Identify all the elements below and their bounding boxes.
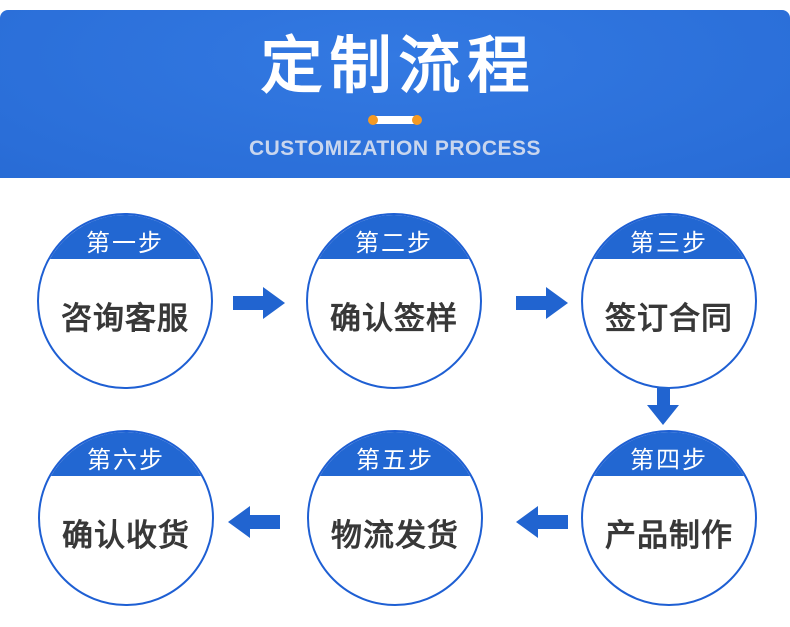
- step-6-badge: 第六步: [40, 432, 212, 476]
- step-4-circle: 第四步 产品制作: [581, 430, 757, 606]
- step-2-title: 确认签样: [330, 301, 458, 336]
- step-6-circle: 第六步 确认收货: [38, 430, 214, 606]
- step-6-badge-label: 第六步: [87, 446, 165, 474]
- step-1-title: 咨询客服: [61, 301, 189, 336]
- step-5-badge-label: 第五步: [356, 446, 434, 474]
- step-1-badge: 第一步: [39, 215, 211, 259]
- divider-dot-left-icon: [368, 115, 378, 125]
- banner: 定制流程 CUSTOMIZATION PROCESS: [0, 10, 790, 178]
- step-6-title: 确认收货: [62, 518, 190, 553]
- divider: [368, 115, 422, 125]
- step-3-badge-label: 第三步: [630, 229, 708, 257]
- arrow-right-icon-step1-to-step2: [233, 287, 285, 319]
- step-2-circle: 第二步 确认签样: [306, 213, 482, 389]
- arrow-left-icon-step4-to-step5: [516, 506, 568, 538]
- page-title: 定制流程: [260, 32, 537, 101]
- step-4-badge: 第四步: [583, 432, 755, 476]
- arrow-left-icon-step5-to-step6: [228, 506, 280, 538]
- step-5-badge: 第五步: [309, 432, 481, 476]
- step-3-circle: 第三步 签订合同: [581, 213, 757, 389]
- step-3-badge: 第三步: [583, 215, 755, 259]
- step-4-title: 产品制作: [605, 518, 733, 553]
- divider-bar: [370, 116, 420, 124]
- arrow-right-icon-step2-to-step3: [516, 287, 568, 319]
- step-2-badge-label: 第二步: [355, 229, 433, 257]
- step-5-circle: 第五步 物流发货: [307, 430, 483, 606]
- arrow-down-icon-step3-to-step4: [647, 387, 679, 425]
- step-3-title: 签订合同: [605, 301, 733, 336]
- divider-dot-right-icon: [412, 115, 422, 125]
- step-5-title: 物流发货: [331, 518, 459, 553]
- step-2-badge: 第二步: [308, 215, 480, 259]
- step-1-badge-label: 第一步: [86, 229, 164, 257]
- step-4-badge-label: 第四步: [630, 446, 708, 474]
- page-subtitle: CUSTOMIZATION PROCESS: [248, 137, 542, 160]
- step-1-circle: 第一步 咨询客服: [37, 213, 213, 389]
